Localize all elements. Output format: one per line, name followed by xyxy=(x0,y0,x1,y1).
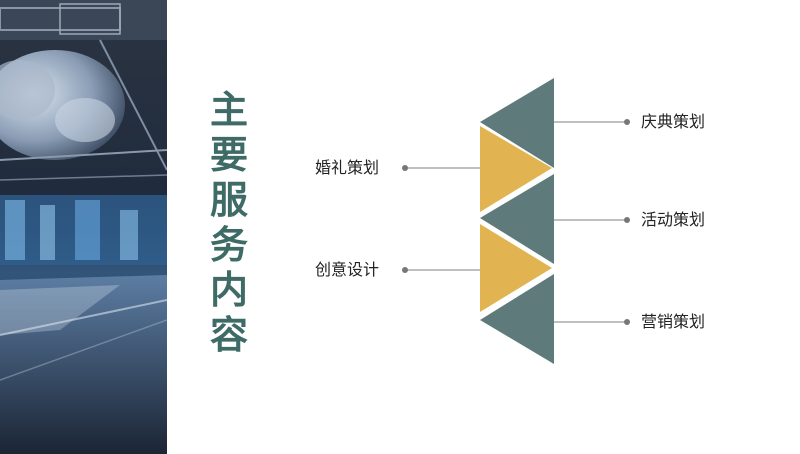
connector-dot xyxy=(624,319,630,325)
wedding-venue-photo xyxy=(0,0,167,454)
connector-dot xyxy=(624,119,630,125)
title-char: 要 xyxy=(209,133,248,177)
service-label-event-planning: 活动策划 xyxy=(641,210,706,229)
service-label-creative-design: 创意设计 xyxy=(315,260,380,279)
service-label-celebration-planning: 庆典策划 xyxy=(641,112,706,131)
teal-triangle xyxy=(480,274,554,364)
teal-triangle xyxy=(480,78,554,168)
teal-triangle xyxy=(480,174,554,264)
page-title: 主 要 服 务 内 容 xyxy=(205,88,253,358)
title-char: 内 xyxy=(209,268,248,312)
gold-triangle xyxy=(480,224,552,312)
title-char: 主 xyxy=(209,88,248,132)
gold-triangle xyxy=(480,126,552,212)
service-label-marketing-planning: 营销策划 xyxy=(641,312,706,331)
title-char: 服 xyxy=(209,178,248,222)
service-label-wedding-planning: 婚礼策划 xyxy=(315,158,380,177)
connector-dot xyxy=(402,267,408,273)
title-char: 容 xyxy=(209,313,248,357)
connector-dot xyxy=(402,165,408,171)
connector-dot xyxy=(624,217,630,223)
title-char: 务 xyxy=(209,223,248,267)
